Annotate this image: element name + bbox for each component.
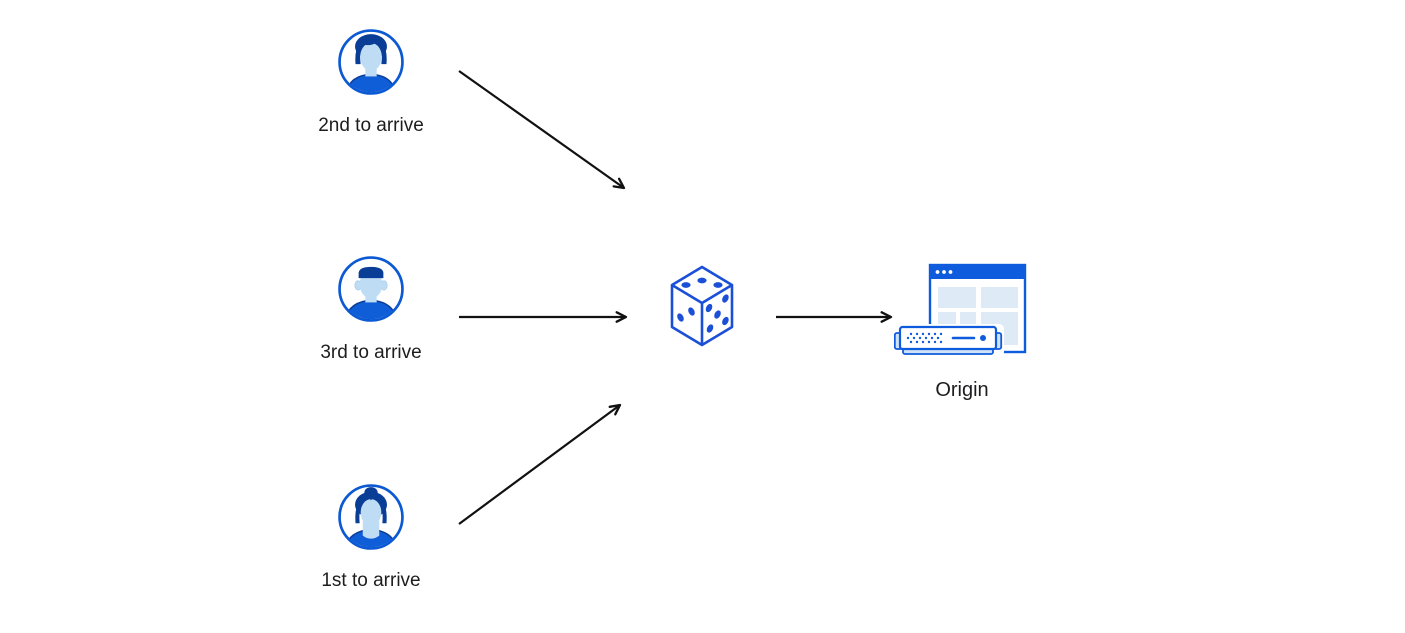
actor-label: 3rd to arrive — [320, 342, 422, 363]
arrow-2nd-to-dice — [458, 70, 626, 190]
random-selector-node — [667, 264, 737, 348]
dice-icon — [670, 265, 734, 347]
actor-1st-to-arrive: 1st to arrive — [281, 484, 461, 593]
user-avatar-man-swept-hair-icon — [338, 29, 404, 95]
user-avatar-man-flat-top-icon — [338, 256, 404, 322]
user-avatar-woman-bun-icon — [338, 484, 404, 550]
actor-2nd-to-arrive: 2nd to arrive — [281, 29, 461, 138]
origin-label: Origin — [935, 379, 989, 401]
actor-label: 2nd to arrive — [318, 115, 424, 136]
actor-label: 1st to arrive — [321, 570, 421, 591]
origin-node: Origin — [894, 261, 1030, 402]
server-vent-dots — [906, 332, 943, 344]
arrow-1st-to-dice — [458, 403, 622, 525]
origin-server-icon — [894, 263, 1027, 357]
actor-3rd-to-arrive: 3rd to arrive — [281, 256, 461, 365]
